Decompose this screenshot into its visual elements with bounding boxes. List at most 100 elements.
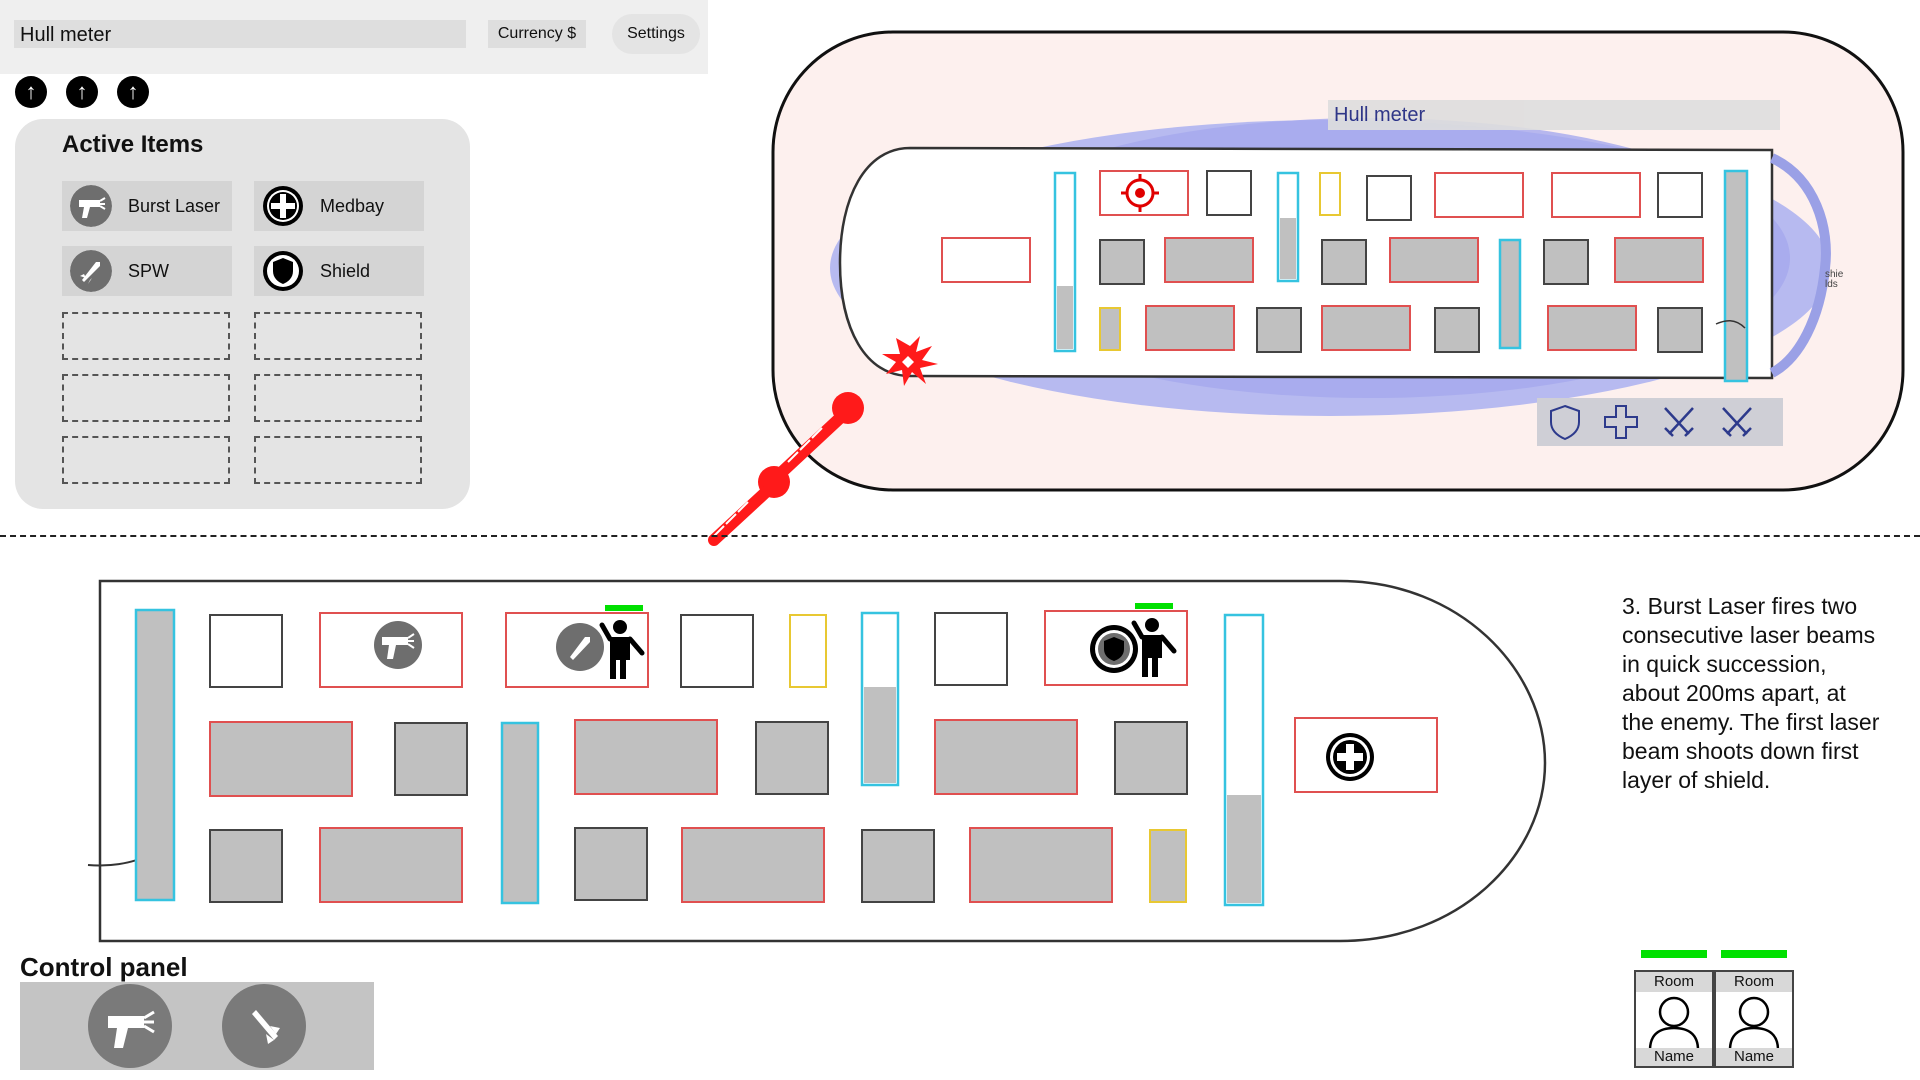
empty-item-slot[interactable] xyxy=(254,436,422,484)
room xyxy=(1547,305,1637,351)
room xyxy=(861,829,935,903)
room xyxy=(941,237,1031,283)
enemy-systems-bar xyxy=(1537,398,1783,446)
rocket-icon xyxy=(556,623,604,671)
currency-button[interactable]: Currency $ xyxy=(488,20,586,48)
room xyxy=(574,827,648,901)
item-medbay[interactable]: Medbay xyxy=(254,181,424,231)
crew-health-bar xyxy=(1641,950,1707,958)
room xyxy=(1164,237,1254,283)
hull-meter: Hull meter xyxy=(14,20,466,48)
room xyxy=(1114,721,1188,795)
rocket-icon xyxy=(252,1010,280,1044)
empty-item-slot[interactable] xyxy=(254,312,422,360)
room-fill xyxy=(864,687,896,783)
person-icon xyxy=(1728,996,1780,1051)
crew-member-icon xyxy=(1131,603,1177,677)
item-burst-laser[interactable]: Burst Laser xyxy=(62,181,232,231)
room xyxy=(574,719,718,795)
shields-side-label: shie lds xyxy=(1825,269,1844,290)
room xyxy=(394,722,468,796)
shield-icon xyxy=(1090,625,1138,673)
enemy-hull-meter: Hull meter xyxy=(1328,100,1780,130)
item-label: Shield xyxy=(320,261,371,281)
room xyxy=(209,614,283,688)
empty-item-slot[interactable] xyxy=(62,374,230,422)
item-label: SPW xyxy=(128,261,170,281)
crew-name-label: Name xyxy=(1636,1048,1712,1066)
room-fill xyxy=(1280,218,1296,279)
room xyxy=(1321,239,1367,285)
room-fill xyxy=(1057,286,1073,349)
enemy-engine xyxy=(1769,153,1831,378)
empty-item-slot[interactable] xyxy=(62,436,230,484)
room xyxy=(969,827,1113,903)
laser-projectiles xyxy=(708,392,864,546)
room xyxy=(1543,239,1589,285)
crew-portrait xyxy=(1716,992,1792,1051)
crew-card[interactable]: Room Name xyxy=(1634,970,1714,1068)
item-spw[interactable]: SPW xyxy=(62,246,232,296)
plus-icon xyxy=(1604,405,1638,439)
shield-icon xyxy=(1550,404,1580,441)
empty-item-slot[interactable] xyxy=(62,312,230,360)
ray-gun-icon xyxy=(70,185,112,227)
crew-room-label: Room xyxy=(1716,972,1792,992)
room xyxy=(1723,169,1749,383)
settings-button[interactable]: Settings xyxy=(612,14,700,54)
crossed-swords-icon xyxy=(1722,407,1752,437)
room xyxy=(1614,237,1704,283)
laser-beam-icon xyxy=(776,392,864,478)
room xyxy=(755,721,829,795)
step-description: 3. Burst Laser fires two consecutive las… xyxy=(1622,593,1880,793)
room xyxy=(1498,238,1522,350)
room xyxy=(319,827,463,903)
item-shield[interactable]: Shield xyxy=(254,246,424,296)
fire-burst-laser-button[interactable] xyxy=(88,984,172,1068)
up-arrow-icon: ↑ xyxy=(76,79,88,104)
enemy-ship-view xyxy=(771,30,1905,492)
item-label: Burst Laser xyxy=(128,196,221,216)
room xyxy=(1434,307,1480,353)
room xyxy=(1319,172,1341,216)
room xyxy=(934,612,1008,686)
laser-beam-icon xyxy=(708,466,790,546)
room xyxy=(1366,175,1412,221)
shield-icon xyxy=(263,251,303,291)
room xyxy=(134,608,176,902)
ray-gun-icon xyxy=(374,621,422,669)
room xyxy=(789,614,827,688)
room xyxy=(1657,172,1703,218)
upgrade-button-1[interactable]: ↑ xyxy=(15,76,47,108)
entry-arrow-icon xyxy=(1715,320,1746,329)
crew-room-label: Room xyxy=(1636,972,1712,992)
room xyxy=(681,827,825,903)
room xyxy=(1149,829,1187,903)
crew-health-bar xyxy=(1721,950,1787,958)
crew-portrait xyxy=(1636,992,1712,1051)
crew-card[interactable]: Room Name xyxy=(1714,970,1794,1068)
explosion-icon xyxy=(882,336,938,386)
battle-divider xyxy=(0,535,1920,537)
player-ship xyxy=(87,579,1547,943)
room xyxy=(934,719,1078,795)
room xyxy=(209,721,353,797)
upgrade-button-2[interactable]: ↑ xyxy=(66,76,98,108)
room xyxy=(1657,307,1703,353)
room xyxy=(1389,237,1479,283)
up-arrow-icon: ↑ xyxy=(25,79,37,104)
room xyxy=(1551,172,1641,218)
medical-cross-icon xyxy=(1326,733,1374,781)
control-panel xyxy=(20,982,374,1070)
room xyxy=(209,829,283,903)
person-icon xyxy=(1648,996,1700,1051)
up-arrow-icon: ↑ xyxy=(127,79,139,104)
room xyxy=(1206,170,1252,216)
room xyxy=(1145,305,1235,351)
crew-name-label: Name xyxy=(1716,1048,1792,1066)
medical-cross-icon xyxy=(263,186,303,226)
empty-item-slot[interactable] xyxy=(254,374,422,422)
upgrade-button-3[interactable]: ↑ xyxy=(117,76,149,108)
rocket-icon xyxy=(70,250,112,292)
fire-missile-button[interactable] xyxy=(222,984,306,1068)
